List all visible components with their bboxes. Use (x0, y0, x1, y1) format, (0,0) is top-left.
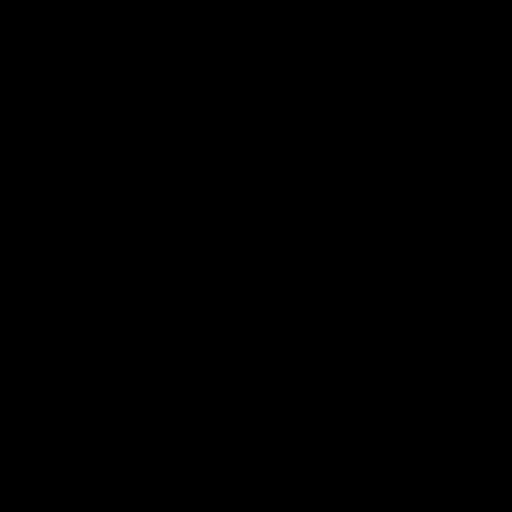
dart-upper-left-barrel (98, 102, 176, 167)
target-ring-4 (282, 182, 354, 254)
target-ring-outer (182, 82, 454, 354)
dart-left-icon (46, 276, 236, 352)
target-ring-2 (224, 124, 412, 312)
dart-left-flight (46, 276, 106, 352)
bullseye (301, 201, 335, 235)
target-ring-3 (258, 158, 378, 278)
dart-lower-icon (218, 292, 337, 468)
target-icon (182, 82, 454, 354)
dart-upper-left-flight (42, 44, 122, 122)
dart-lower-flight (218, 390, 300, 468)
dart-lower-barrel (284, 335, 318, 396)
dart-upper-left-icon (42, 44, 207, 204)
